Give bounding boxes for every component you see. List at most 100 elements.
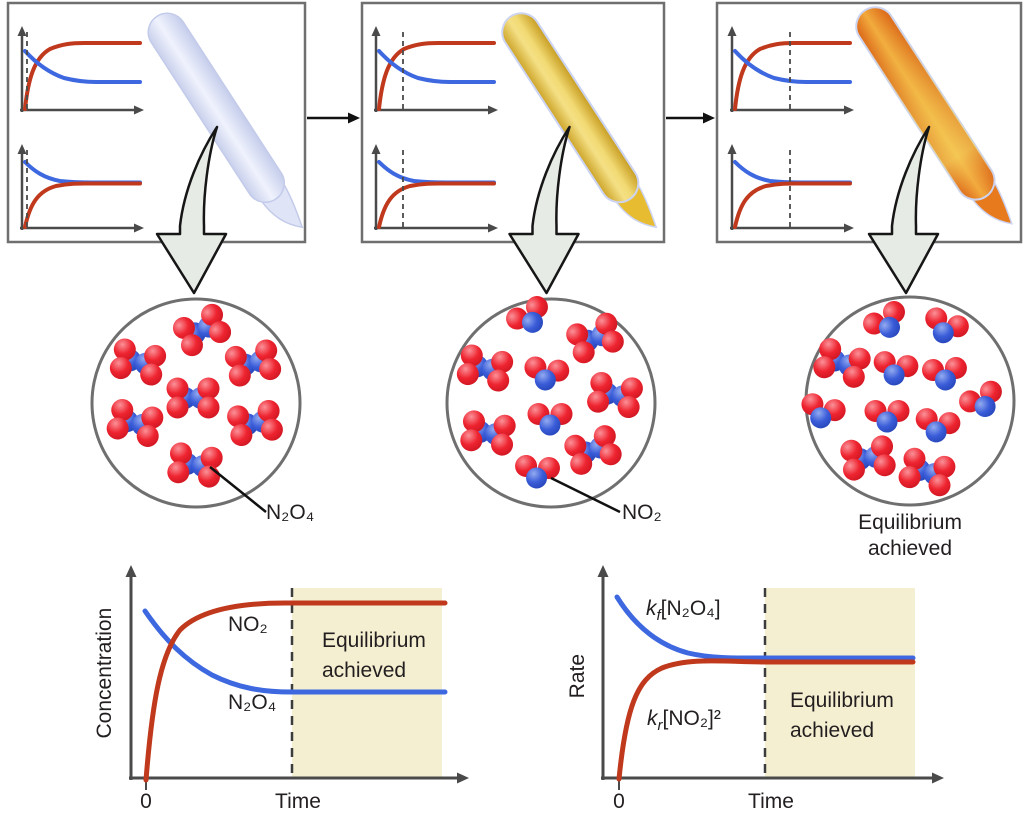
pointer-line-no2 <box>550 476 621 514</box>
oxygen-atom <box>564 434 587 457</box>
nitrogen-atom <box>974 396 996 418</box>
mini-concentration-chart <box>725 24 856 117</box>
oxygen-atom <box>200 446 223 469</box>
oxygen-atom <box>570 452 593 475</box>
oxygen-atom <box>257 399 280 422</box>
no2-molecule <box>922 357 967 391</box>
circle3-caption: Equilibrium achieved <box>858 511 962 560</box>
mini-rate-chart <box>369 142 500 235</box>
oxygen-atom <box>209 321 232 344</box>
no2-molecule <box>524 356 570 391</box>
n2o4-series-label: N₂O₄ <box>228 691 277 714</box>
equilibrium-region-label: Equilibrium achieved <box>322 629 426 682</box>
n2o4-molecule-label: N₂O₄ <box>266 501 315 524</box>
forward-rate-label: kf[N₂O₄] <box>646 596 721 626</box>
forward-rate-curve <box>614 594 916 661</box>
oxygen-atom <box>230 424 253 447</box>
oxygen-atom <box>590 371 613 394</box>
rate-chart <box>597 565 944 790</box>
oxygen-atom <box>813 356 836 379</box>
oxygen-atom <box>462 410 485 433</box>
n2o4-molecule <box>566 312 624 364</box>
no2-molecule <box>506 296 548 333</box>
n2o4-molecule <box>456 344 514 392</box>
oxygen-atom <box>587 390 610 413</box>
oxygen-atom <box>255 339 278 362</box>
k-symbol: k <box>646 597 657 620</box>
oxygen-atom <box>601 330 624 353</box>
oxygen-atom <box>491 350 514 373</box>
no2-molecule <box>959 380 1002 418</box>
oxygen-atom <box>224 345 247 368</box>
origin-tick-label: 0 <box>613 790 625 813</box>
oxygen-atom <box>136 424 159 447</box>
n2o4-molecule <box>460 410 516 456</box>
oxygen-atom <box>166 377 189 400</box>
arrow-panel2-to-panel3 <box>666 112 715 124</box>
n2o4-molecule <box>109 338 167 386</box>
n2o4-molecule <box>172 303 232 357</box>
nitrogen-atom <box>534 369 556 391</box>
tube-yellow <box>501 12 658 229</box>
oxygen-atom <box>620 377 643 400</box>
panel-equilibrium <box>715 1 1023 244</box>
pointer-line-n2o4 <box>209 466 267 513</box>
mini-rate-chart <box>725 142 856 235</box>
no2-molecule <box>915 408 961 443</box>
oxygen-atom <box>487 369 510 392</box>
reverse-rate-label: kr[NO₂]² <box>647 706 721 736</box>
molecules-layer <box>801 301 1002 497</box>
oxygen-atom <box>172 316 195 339</box>
oxygen-atom <box>928 474 951 497</box>
oxygen-atom <box>595 312 618 335</box>
oxygen-atom <box>197 377 220 400</box>
mini-rate-chart <box>15 142 146 235</box>
n2o4-molecule <box>167 442 223 488</box>
oxygen-atom <box>460 429 483 452</box>
nitrogen-atom <box>879 316 900 338</box>
oxygen-atom <box>493 414 516 437</box>
nitrogen-atom <box>526 467 548 489</box>
oxygen-atom <box>933 455 956 478</box>
oxygen-atom <box>197 396 220 419</box>
oxygen-atom <box>842 365 865 388</box>
oxygen-atom <box>260 418 283 441</box>
oxygen-atom <box>593 425 616 448</box>
no2-curve <box>143 600 448 783</box>
arrow-panel1-to-panel2 <box>307 112 360 124</box>
oxygen-atom <box>898 466 921 489</box>
oxygen-atom <box>111 399 134 422</box>
time-axis-label: Time <box>748 790 794 813</box>
n2o4-molecule <box>813 338 871 388</box>
n2o4-molecule <box>840 435 896 481</box>
oxygen-atom <box>259 358 282 381</box>
n2o4-molecule <box>224 339 282 387</box>
oxygen-atom <box>819 338 842 361</box>
no2-molecule <box>864 400 910 433</box>
mini-concentration-chart <box>369 24 500 117</box>
n2o4-molecule <box>587 371 643 419</box>
tube-orange <box>855 6 1013 225</box>
n2o4-molecule <box>166 377 220 419</box>
oxygen-atom <box>201 303 224 326</box>
n2o4-molecule <box>564 425 622 475</box>
nitrogen-atom <box>810 407 832 429</box>
oxygen-atom <box>599 443 622 466</box>
oxygen-atom <box>566 323 589 346</box>
oxygen-atom <box>903 447 926 470</box>
molecules-layer <box>106 303 283 488</box>
nitrogen-atom <box>925 421 947 443</box>
no2-molecule <box>925 307 969 344</box>
oxygen-atom <box>180 334 203 357</box>
reverse-rate-curve <box>616 658 916 782</box>
oxygen-atom <box>166 396 189 419</box>
origin-tick-label: 0 <box>140 790 152 813</box>
time-axis-label: Time <box>275 790 321 813</box>
oxygen-atom <box>167 461 190 484</box>
molecules-layer <box>456 296 643 489</box>
oxygen-atom <box>106 417 129 440</box>
oxygen-atom <box>228 364 251 387</box>
n2o4-curve <box>142 608 448 695</box>
oxygen-atom <box>227 405 250 428</box>
